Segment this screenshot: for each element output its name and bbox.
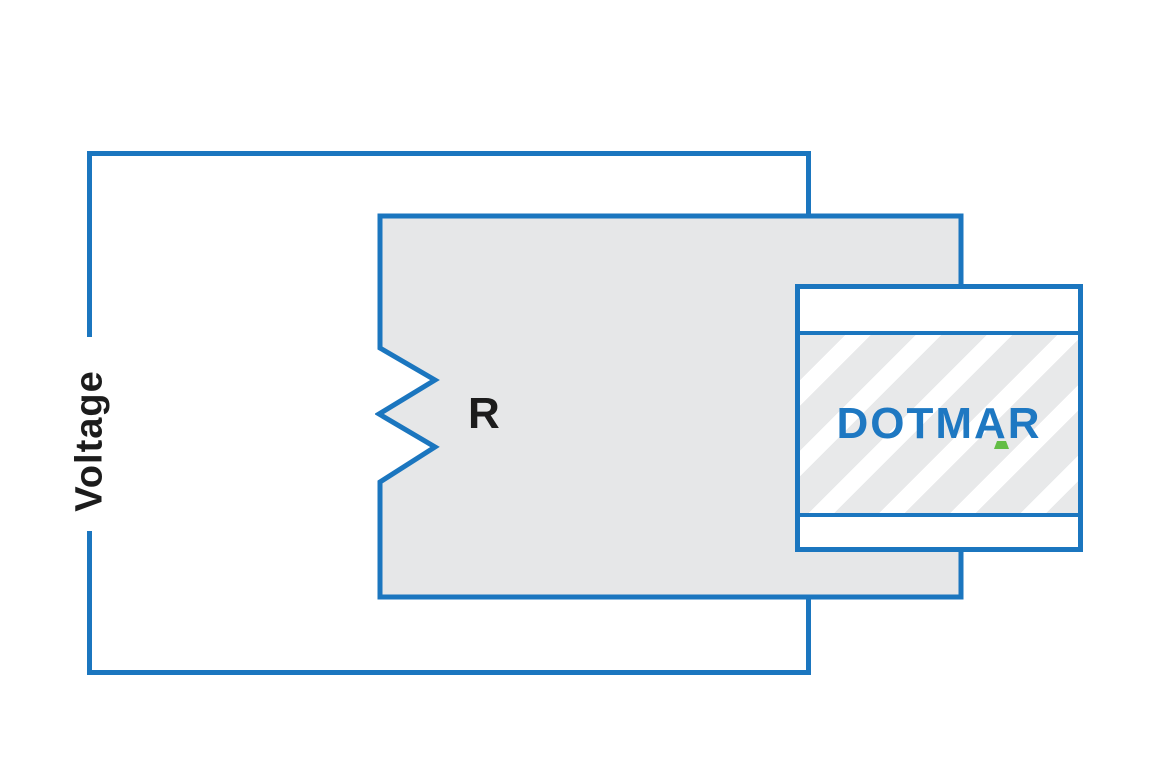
wire-top <box>87 151 811 156</box>
logo-bottom-band <box>800 517 1078 547</box>
hatched-panel: DOTMAR <box>800 335 1078 513</box>
voltage-label: Voltage <box>68 370 111 512</box>
resistor-label: R <box>468 389 500 438</box>
wire-left-upper <box>87 151 92 337</box>
logo-divider-top <box>800 331 1078 335</box>
dotmar-wordmark: DOTMAR <box>836 399 1042 448</box>
wire-left-lower <box>87 531 92 675</box>
logo-divider-bottom <box>800 513 1078 517</box>
logo-top-band <box>800 289 1078 331</box>
dotmar-component-box: DOTMAR <box>795 284 1083 552</box>
wire-feed-top <box>806 151 811 219</box>
logo-accent-triangle-icon <box>994 441 1009 449</box>
wire-feed-bottom <box>806 598 811 675</box>
wire-bottom <box>87 670 811 675</box>
